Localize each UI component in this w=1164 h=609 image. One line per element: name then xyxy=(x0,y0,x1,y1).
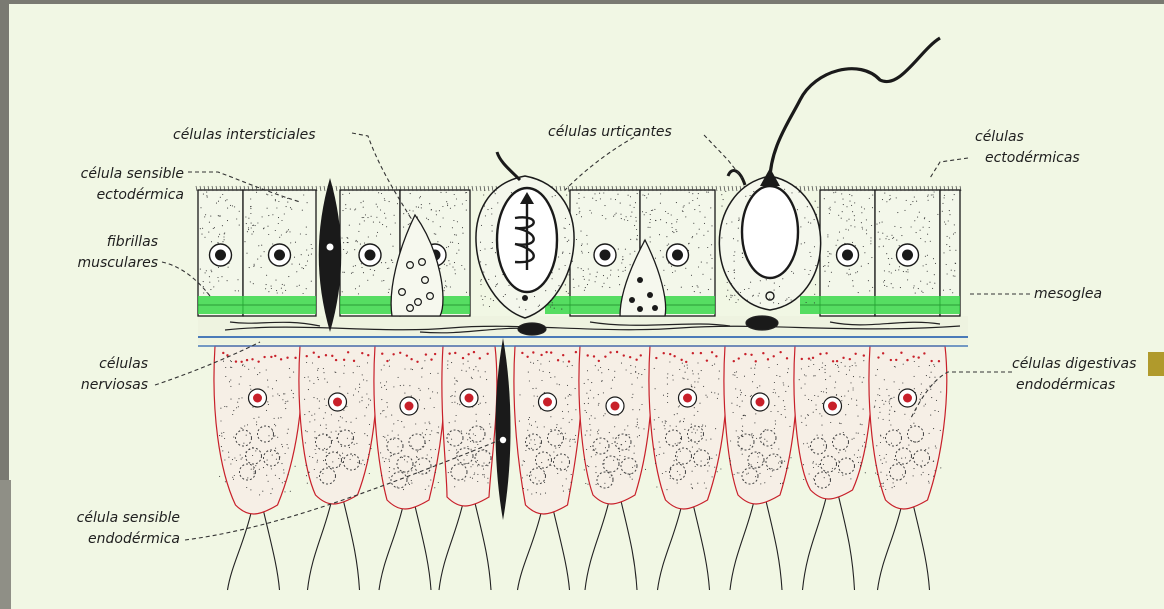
flagellum xyxy=(803,496,827,590)
label-cnidocytes: células urticantes xyxy=(548,124,672,141)
nerve-cell xyxy=(518,323,546,335)
endoderm-digestive-cell xyxy=(724,346,797,504)
flagellum xyxy=(228,511,252,590)
flagellum xyxy=(415,506,431,590)
label-digestive-cells-1: células digestivas xyxy=(1012,356,1136,373)
label-mesoglea: mesoglea xyxy=(1034,286,1102,303)
endoderm-digestive-cell xyxy=(214,346,302,514)
cnidocyst-capsule xyxy=(742,186,798,278)
endoderm-digestive-cell xyxy=(579,346,652,504)
endoderm-digestive-cell xyxy=(442,346,497,506)
label-muscle-fibrils-2: musculares xyxy=(44,255,158,272)
flagellum xyxy=(730,501,754,590)
label-sensory-ecto-1: célula sensible xyxy=(44,166,184,183)
ectoderm-sensory-cell xyxy=(319,178,342,332)
label-sensory-endo-2: endodérmica xyxy=(30,531,180,548)
flagellum xyxy=(766,501,782,590)
label-sensory-ecto-2: ectodérmica xyxy=(44,187,184,204)
endoderm-sensory-cell xyxy=(495,338,510,520)
endoderm-digestive-cell xyxy=(649,346,727,509)
label-ectodermal-cells-1: células xyxy=(975,129,1024,146)
flagellum xyxy=(439,503,463,590)
endoderm-cells xyxy=(214,346,947,514)
flagellum xyxy=(264,511,280,590)
leader-line xyxy=(930,158,968,178)
discharged-thread xyxy=(770,38,940,186)
label-muscle-fibrils-1: fibrillas xyxy=(44,234,158,251)
mesoglea-layer xyxy=(198,316,968,346)
label-ectodermal-cells-2: ectodérmicas xyxy=(985,150,1080,167)
leader-line xyxy=(565,134,640,190)
endoderm-digestive-cell xyxy=(299,346,377,504)
cnidocyte-coiled xyxy=(476,152,574,318)
endoderm-digestive-cell xyxy=(514,346,582,514)
muscle-fibrils xyxy=(198,296,960,314)
flagellum xyxy=(554,511,570,590)
endoderm-digestive-cell xyxy=(869,346,947,509)
flagellum xyxy=(694,506,710,590)
flagellum xyxy=(878,506,902,590)
flagellum xyxy=(518,511,542,590)
flagellum xyxy=(585,501,609,590)
label-digestive-cells-2: endodérmicas xyxy=(1016,377,1115,394)
flagellum xyxy=(475,503,491,590)
label-nerve-cells-1: células xyxy=(44,356,148,373)
nerve-cell xyxy=(746,316,778,330)
flagellum xyxy=(839,496,855,590)
flagellum xyxy=(914,506,930,590)
endoderm-digestive-cell xyxy=(794,346,872,499)
flagellum xyxy=(379,506,403,590)
flagellum xyxy=(621,501,637,590)
flagellum xyxy=(344,501,360,590)
label-nerve-cells-2: nerviosas xyxy=(44,377,148,394)
label-sensory-endo-1: célula sensible xyxy=(30,510,180,527)
endoderm-flagella xyxy=(228,496,930,590)
flagellum xyxy=(308,501,332,590)
flagellum xyxy=(658,506,682,590)
endoderm-digestive-cell xyxy=(374,346,445,509)
label-interstitial-cells: células intersticiales xyxy=(173,127,316,144)
